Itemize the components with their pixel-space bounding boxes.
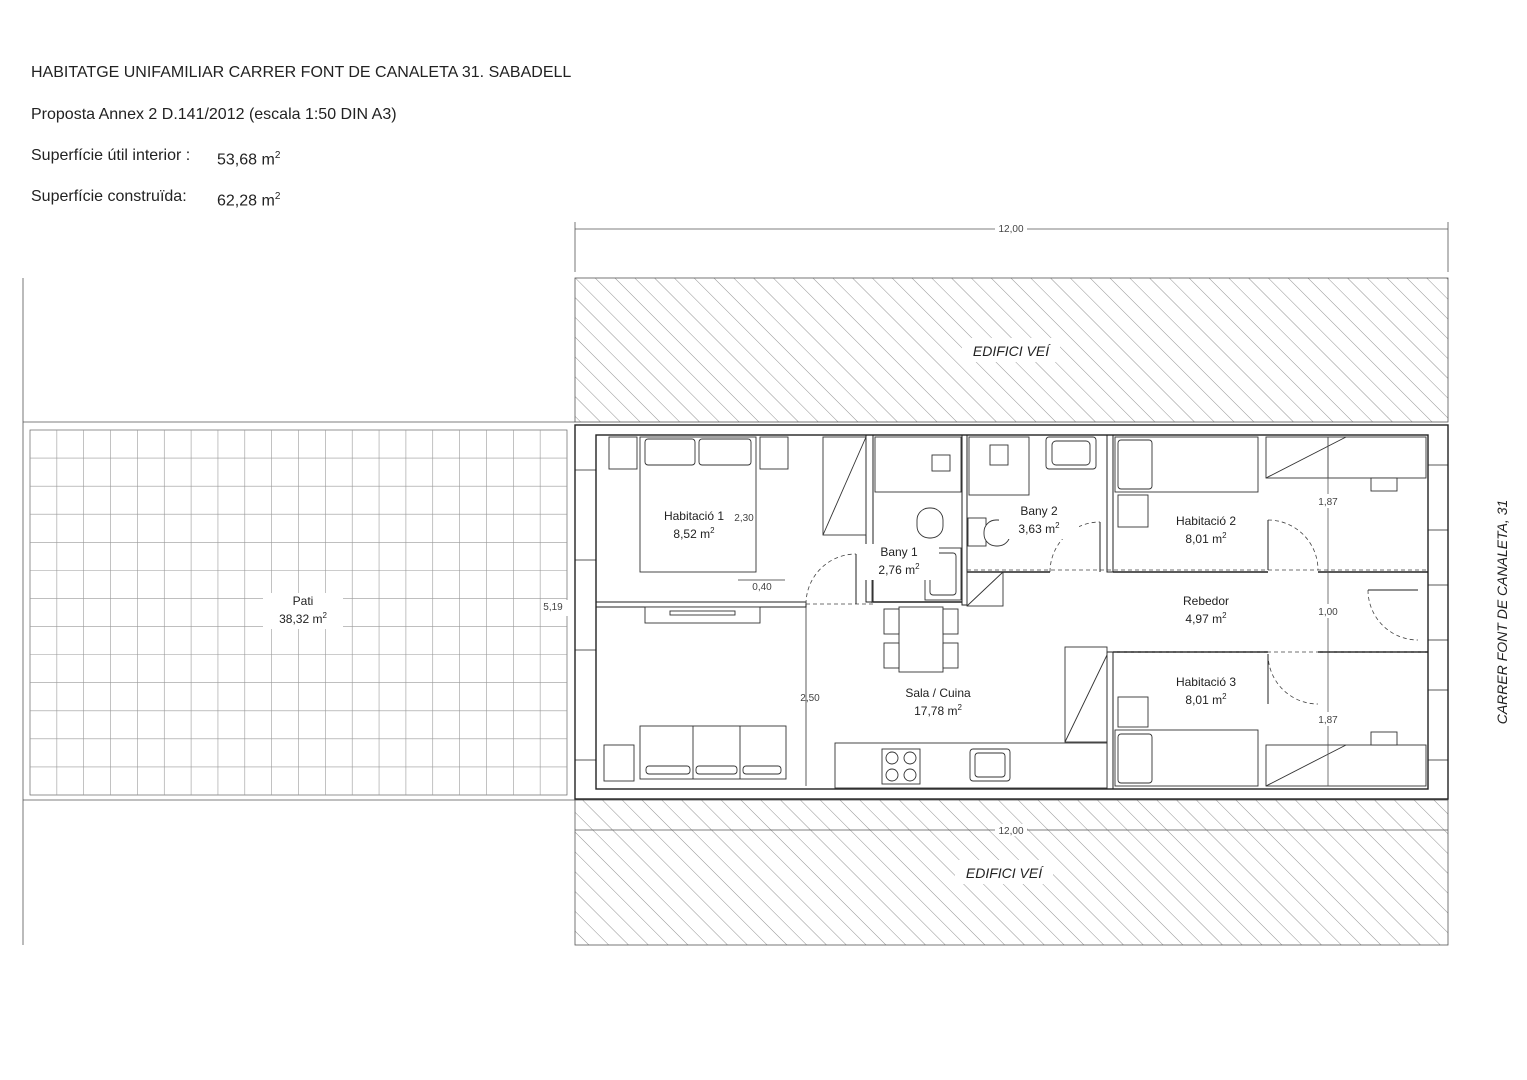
room-area: 17,78 m2 (914, 703, 962, 718)
kitchen-counter (834, 742, 1108, 789)
built-area-value: 62,28 m (217, 192, 275, 210)
bed-double (608, 436, 789, 573)
dim-depth: 5,19 (543, 602, 563, 613)
useful-area: Superfície útil interior : 53,68 m2 (31, 147, 281, 169)
room-area: 8,52 m2 (673, 526, 715, 541)
room-name: Rebedor (1183, 594, 1229, 608)
useful-area-value: 53,68 m (217, 151, 275, 169)
dim-hab2: 1,87 (1318, 497, 1338, 508)
tv-unit (644, 606, 761, 624)
stair-bany (966, 571, 1004, 607)
bed-hab3 (1114, 696, 1427, 787)
room-name: Habitació 2 (1176, 514, 1236, 528)
neighbour-building-bottom: EDIFICI VEÍ (574, 799, 1449, 946)
plan-title: HABITATGE UNIFAMILIAR CARRER FONT DE CAN… (31, 64, 572, 81)
sofa (603, 725, 787, 782)
neighbour-label-top: EDIFICI VEÍ (973, 343, 1051, 359)
room-area: 8,01 m2 (1185, 531, 1227, 546)
bany2-fixtures (967, 436, 1097, 547)
dimension-right: 1,87 1,00 1,87 (1314, 437, 1342, 786)
dim-sala: 2,50 (800, 693, 820, 704)
built-area: Superfície construïda: 62,28 m2 (31, 188, 281, 210)
room-name: Habitació 1 (664, 509, 724, 523)
room-name: Bany 1 (880, 545, 918, 559)
dimension-width-top: 12,00 (574, 222, 1449, 272)
room-area: 8,01 m2 (1185, 692, 1227, 707)
dim-width-bottom: 12,00 (998, 826, 1023, 837)
plan-subtitle: Proposta Annex 2 D.141/2012 (escala 1:50… (31, 106, 397, 123)
room-sala-cuina: Sala / Cuina 17,78 m2 (898, 685, 978, 721)
room-pati: Pati 38,32 m2 (263, 593, 343, 629)
neighbour-building-top: EDIFICI VEÍ (574, 277, 1449, 423)
room-bany-1: Bany 1 2,76 m2 (859, 544, 939, 580)
bany1-fixtures (871, 436, 962, 603)
street-label: CARRER FONT DE CANALETA, 31 (1494, 500, 1510, 725)
room-habitacio-2: Habitació 2 8,01 m2 (1166, 513, 1246, 549)
dashed-guides (805, 519, 1428, 705)
room-habitacio-3: Habitació 3 8,01 m2 (1166, 674, 1246, 710)
room-bany-2: Bany 2 3,63 m2 (999, 503, 1079, 539)
dining-table (883, 606, 959, 673)
wardrobe-hab1 (822, 436, 867, 536)
built-area-label: Superfície construïda: (31, 188, 187, 205)
room-name: Pati (293, 594, 314, 608)
useful-area-label: Superfície útil interior : (31, 147, 191, 164)
room-area: 3,63 m2 (1018, 521, 1060, 536)
neighbour-label-bottom: EDIFICI VEÍ (966, 865, 1044, 881)
bed-hab2 (1114, 436, 1427, 528)
dim-width-top: 12,00 (998, 224, 1023, 235)
dim-hab3: 1,87 (1318, 715, 1338, 726)
dimension-width-bottom: 12,00 (575, 824, 1448, 837)
room-name: Sala / Cuina (905, 686, 971, 700)
room-area: 2,76 m2 (878, 562, 920, 577)
dim-wardrobe: 0,40 (752, 582, 772, 593)
room-habitacio-1: Habitació 1 8,52 m2 (654, 508, 734, 544)
room-area: 38,32 m2 (279, 611, 327, 626)
room-rebedor: Rebedor 4,97 m2 (1166, 593, 1246, 629)
wardrobe-sala (1064, 646, 1108, 743)
room-name: Habitació 3 (1176, 675, 1236, 689)
dim-hab1: 2,30 (734, 513, 754, 524)
dim-rebedor: 1,00 (1318, 607, 1338, 618)
room-area: 4,97 m2 (1185, 611, 1227, 626)
room-name: Bany 2 (1020, 504, 1058, 518)
